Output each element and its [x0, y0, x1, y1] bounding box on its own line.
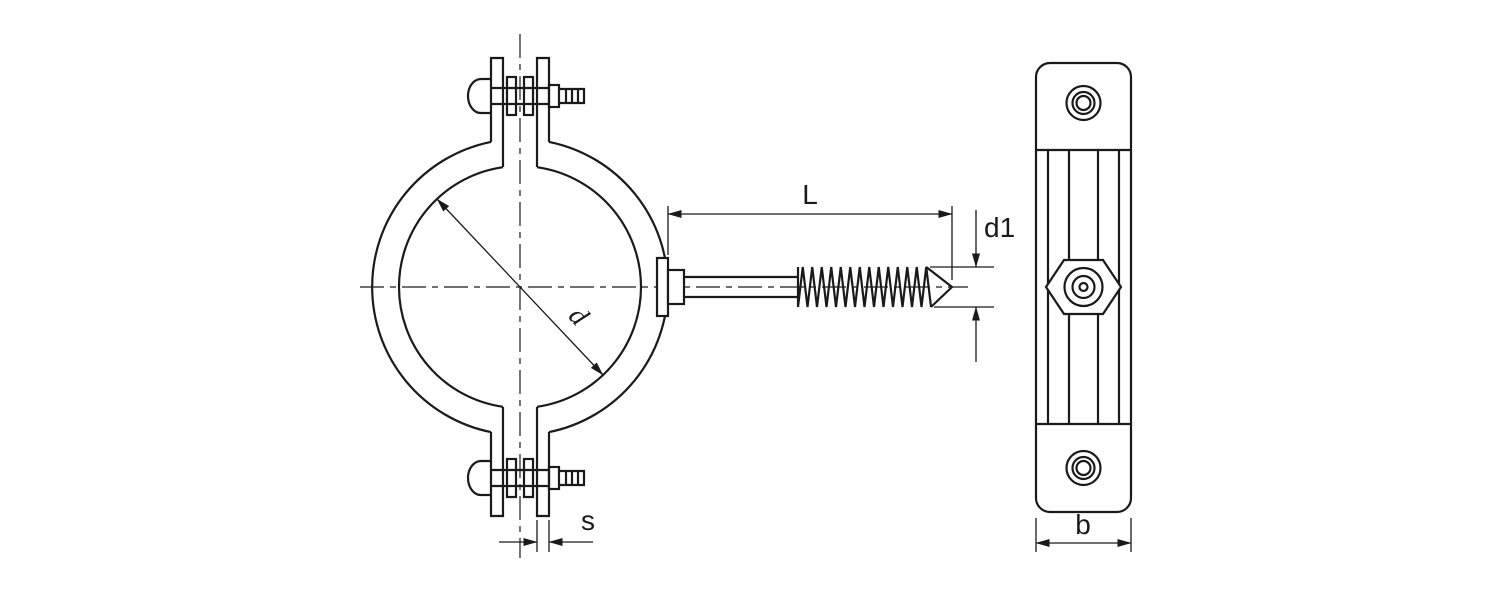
ring-outer-arc-left [371, 140, 492, 434]
dimension-L: L [667, 179, 953, 280]
dimension-label-L: L [802, 179, 818, 210]
dimension-d1: d1 [930, 210, 1015, 362]
screw-stud [655, 256, 954, 318]
top-mounting-hole-inner [1071, 90, 1096, 116]
bolt-nut [547, 83, 561, 109]
dimension-b: b [1035, 509, 1132, 552]
ring-outer-arc-right [548, 140, 669, 434]
top-mounting-hole [1065, 84, 1102, 122]
washer [505, 457, 518, 499]
hex-nut [1044, 258, 1123, 316]
dimension-label-d: d [562, 301, 595, 333]
screw-thread-zigzag [796, 266, 933, 308]
washer [522, 75, 535, 117]
weld-plate [655, 256, 670, 318]
screw-collar [666, 268, 686, 306]
top-flange-bolt [466, 56, 586, 167]
front-view [371, 56, 954, 518]
washer [522, 457, 535, 499]
bottom-mounting-hole [1065, 449, 1102, 487]
dimension-label-d1: d1 [984, 212, 1015, 243]
ring-inner-arc-left [397, 166, 504, 408]
diameter-arrow [436, 198, 604, 376]
side-view [1034, 61, 1133, 514]
ring-inner-arc-right [536, 166, 643, 408]
top-mounting-hole-core [1075, 94, 1092, 112]
bottom-right-flange-plate [535, 407, 551, 518]
clamp-ring [371, 140, 669, 434]
dimension-s: s [499, 505, 595, 552]
dimension-label-b: b [1075, 509, 1091, 540]
hex-nut-circle-inner [1071, 274, 1096, 300]
bottom-mounting-hole-inner [1071, 455, 1096, 481]
bottom-left-flange-plate [489, 407, 505, 518]
bolt-head [466, 459, 491, 497]
screw-tip [925, 266, 954, 308]
bolt-nut [547, 465, 561, 491]
bottom-mounting-hole-core [1075, 459, 1092, 477]
top-right-flange-plate [535, 56, 551, 167]
bolt-head [466, 77, 491, 115]
hex-nut-circle [1063, 266, 1104, 308]
dimension-label-s: s [581, 505, 595, 536]
top-left-flange-plate [489, 56, 505, 167]
hex-nut-center [1078, 281, 1089, 293]
bottom-flange-bolt [466, 407, 586, 518]
strap-outline [1034, 61, 1133, 514]
washer [505, 75, 518, 117]
